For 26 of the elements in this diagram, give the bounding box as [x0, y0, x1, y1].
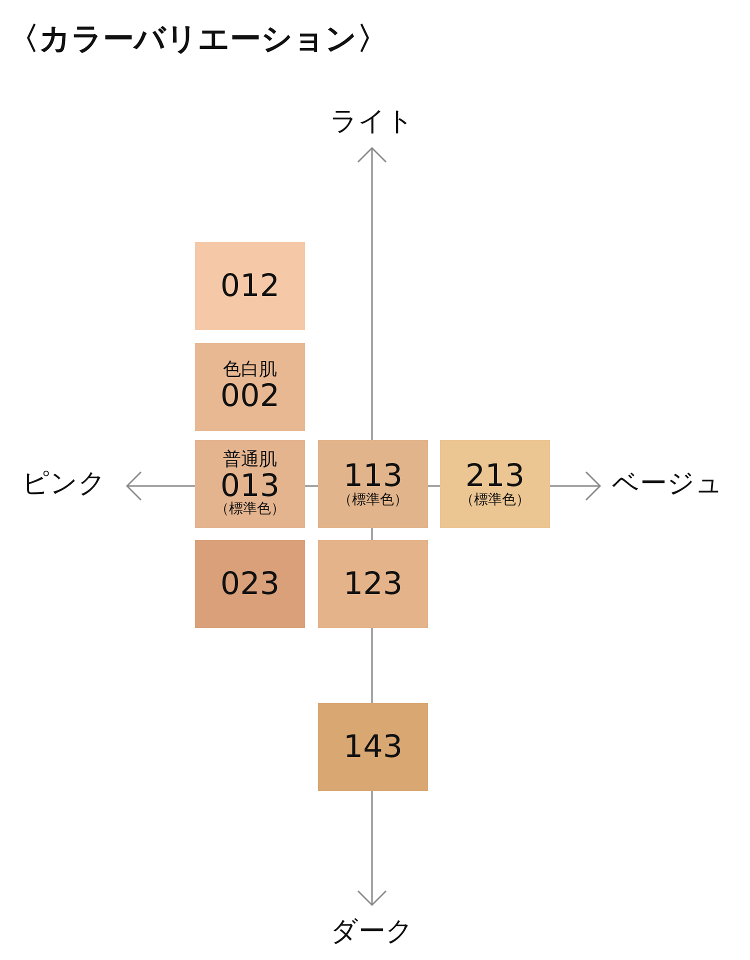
color-swatch	[318, 440, 428, 528]
color-swatch	[318, 540, 428, 628]
axis-label: ダーク	[330, 918, 414, 945]
shade-number: 012	[220, 270, 280, 302]
color-swatch	[195, 242, 305, 330]
skin-type-label: 普通肌	[223, 450, 277, 470]
standard-color-note: （標準色）	[215, 502, 285, 518]
color-swatch	[195, 540, 305, 628]
color-swatch	[195, 343, 305, 431]
shade-number: 123	[343, 568, 403, 600]
skin-type-label: 色白肌	[223, 361, 277, 380]
shade-number: 113	[343, 460, 403, 493]
standard-color-note: （標準色）	[460, 492, 530, 508]
color-swatch	[440, 440, 550, 528]
color-swatch	[318, 703, 428, 791]
shade-number: 143	[343, 730, 403, 764]
axis-label: ライト	[330, 108, 414, 135]
standard-color-note: （標準色）	[338, 492, 408, 508]
axis-label: ベージュ	[612, 470, 723, 497]
color-swatch	[195, 440, 305, 528]
shade-number: 023	[220, 568, 280, 600]
shade-number: 013	[220, 470, 280, 502]
shade-number: 213	[465, 460, 525, 493]
title: 〈カラーバリエーション〉	[8, 24, 388, 55]
axis-label: ピンク	[22, 470, 106, 497]
shade-number: 002	[220, 380, 280, 413]
